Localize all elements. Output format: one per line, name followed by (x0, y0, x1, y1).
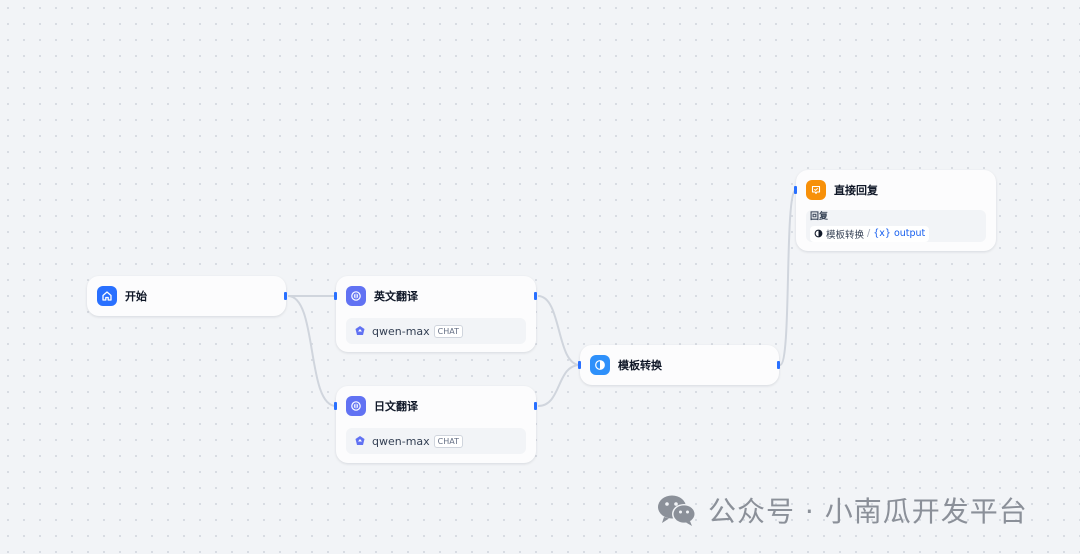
source-handle[interactable] (284, 292, 287, 300)
node-template-transform[interactable]: 模板转换 (578, 345, 780, 385)
node-title: 直接回复 (834, 184, 878, 197)
edge-japanese-template[interactable] (537, 364, 581, 407)
watermark: 公众号 · 小南瓜开发平台 (656, 490, 1028, 530)
watermark-text: 公众号 · 小南瓜开发平台 (708, 495, 1028, 528)
model-name: qwen-max (372, 324, 430, 338)
target-handle[interactable] (578, 361, 581, 369)
reply-label: 回复 (810, 212, 829, 222)
node-english-translate[interactable]: 英文翻译 qwen-max CHAT (334, 276, 537, 352)
node-title: 日文翻译 (374, 400, 418, 413)
reply-content[interactable]: 回复 模板转换 / {x} output (806, 210, 986, 242)
template-icon (590, 355, 610, 375)
qwen-icon (355, 436, 365, 445)
llm-icon (346, 286, 366, 306)
variable-separator: / (867, 228, 871, 239)
mode-badge: CHAT (433, 324, 463, 338)
node-japanese-translate[interactable]: 日文翻译 qwen-max CHAT (334, 386, 537, 463)
node-direct-reply[interactable]: 直接回复 回复 模板转换 / {x} output (794, 170, 996, 251)
reply-icon (806, 180, 826, 200)
model-selector[interactable]: qwen-max CHAT (346, 318, 526, 344)
qwen-icon (355, 326, 365, 335)
node-title: 开始 (125, 290, 147, 303)
variable-chip[interactable]: 模板转换 / {x} output (810, 225, 930, 242)
node-title: 模板转换 (618, 359, 662, 372)
target-handle[interactable] (334, 402, 337, 410)
model-name: qwen-max (372, 434, 430, 448)
model-selector[interactable]: qwen-max CHAT (346, 428, 526, 454)
source-handle[interactable] (534, 402, 537, 410)
llm-icon (346, 396, 366, 416)
target-handle[interactable] (334, 292, 337, 300)
home-icon (97, 286, 117, 306)
node-title: 英文翻译 (374, 290, 418, 303)
source-handle[interactable] (534, 292, 537, 300)
edge-start-japanese[interactable] (287, 295, 337, 407)
node-start[interactable]: 开始 (87, 276, 287, 316)
source-handle[interactable] (777, 361, 780, 369)
target-handle[interactable] (794, 186, 797, 194)
mode-badge: CHAT (433, 434, 463, 448)
variable-name: {x} output (873, 228, 926, 239)
template-icon (814, 229, 823, 238)
variable-source-node: 模板转换 (826, 229, 865, 241)
edge-template-reply[interactable] (779, 189, 797, 366)
edge-english-template[interactable] (537, 295, 581, 366)
wechat-icon (658, 495, 696, 526)
